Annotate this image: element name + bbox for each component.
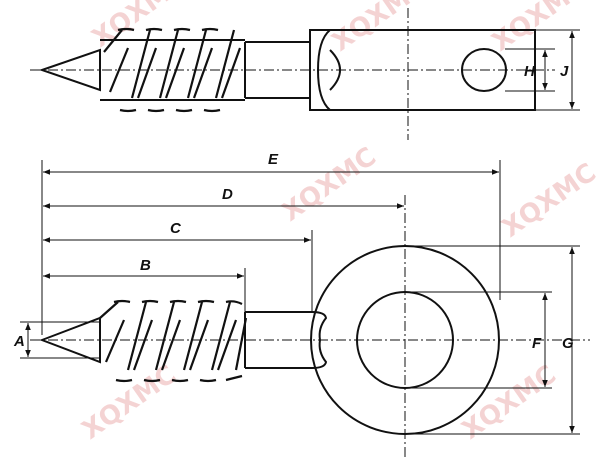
front-eye-neck: [311, 311, 328, 369]
dim-h-label: H: [524, 63, 536, 80]
watermark-text: XQXMC: [497, 158, 602, 244]
watermark-text: XQXMC: [87, 0, 192, 54]
watermark-text: XQXMC: [77, 360, 182, 446]
top-view: H J: [30, 8, 580, 140]
dim-c-label: C: [170, 220, 182, 237]
top-eye-body: [330, 29, 536, 111]
dim-f-label: F: [532, 335, 542, 352]
dim-e-label: E: [268, 151, 279, 168]
watermark-text: XQXMC: [457, 360, 562, 446]
top-eye-neck: [309, 29, 333, 111]
watermark-text: XQXMC: [277, 142, 382, 228]
front-view: E D C B A F G: [13, 151, 590, 460]
top-eye-hole: [461, 48, 507, 92]
top-screw-tip: [38, 48, 101, 92]
dim-a-label: A: [13, 333, 25, 350]
dim-j-label: J: [560, 63, 569, 80]
dim-g-label: G: [562, 335, 574, 352]
watermark-text: XQXMC: [327, 0, 432, 58]
top-thread-crests: [103, 27, 242, 113]
front-thread-crests: [99, 299, 248, 383]
dim-d-label: D: [222, 186, 233, 203]
dim-b-label: B: [140, 257, 151, 274]
